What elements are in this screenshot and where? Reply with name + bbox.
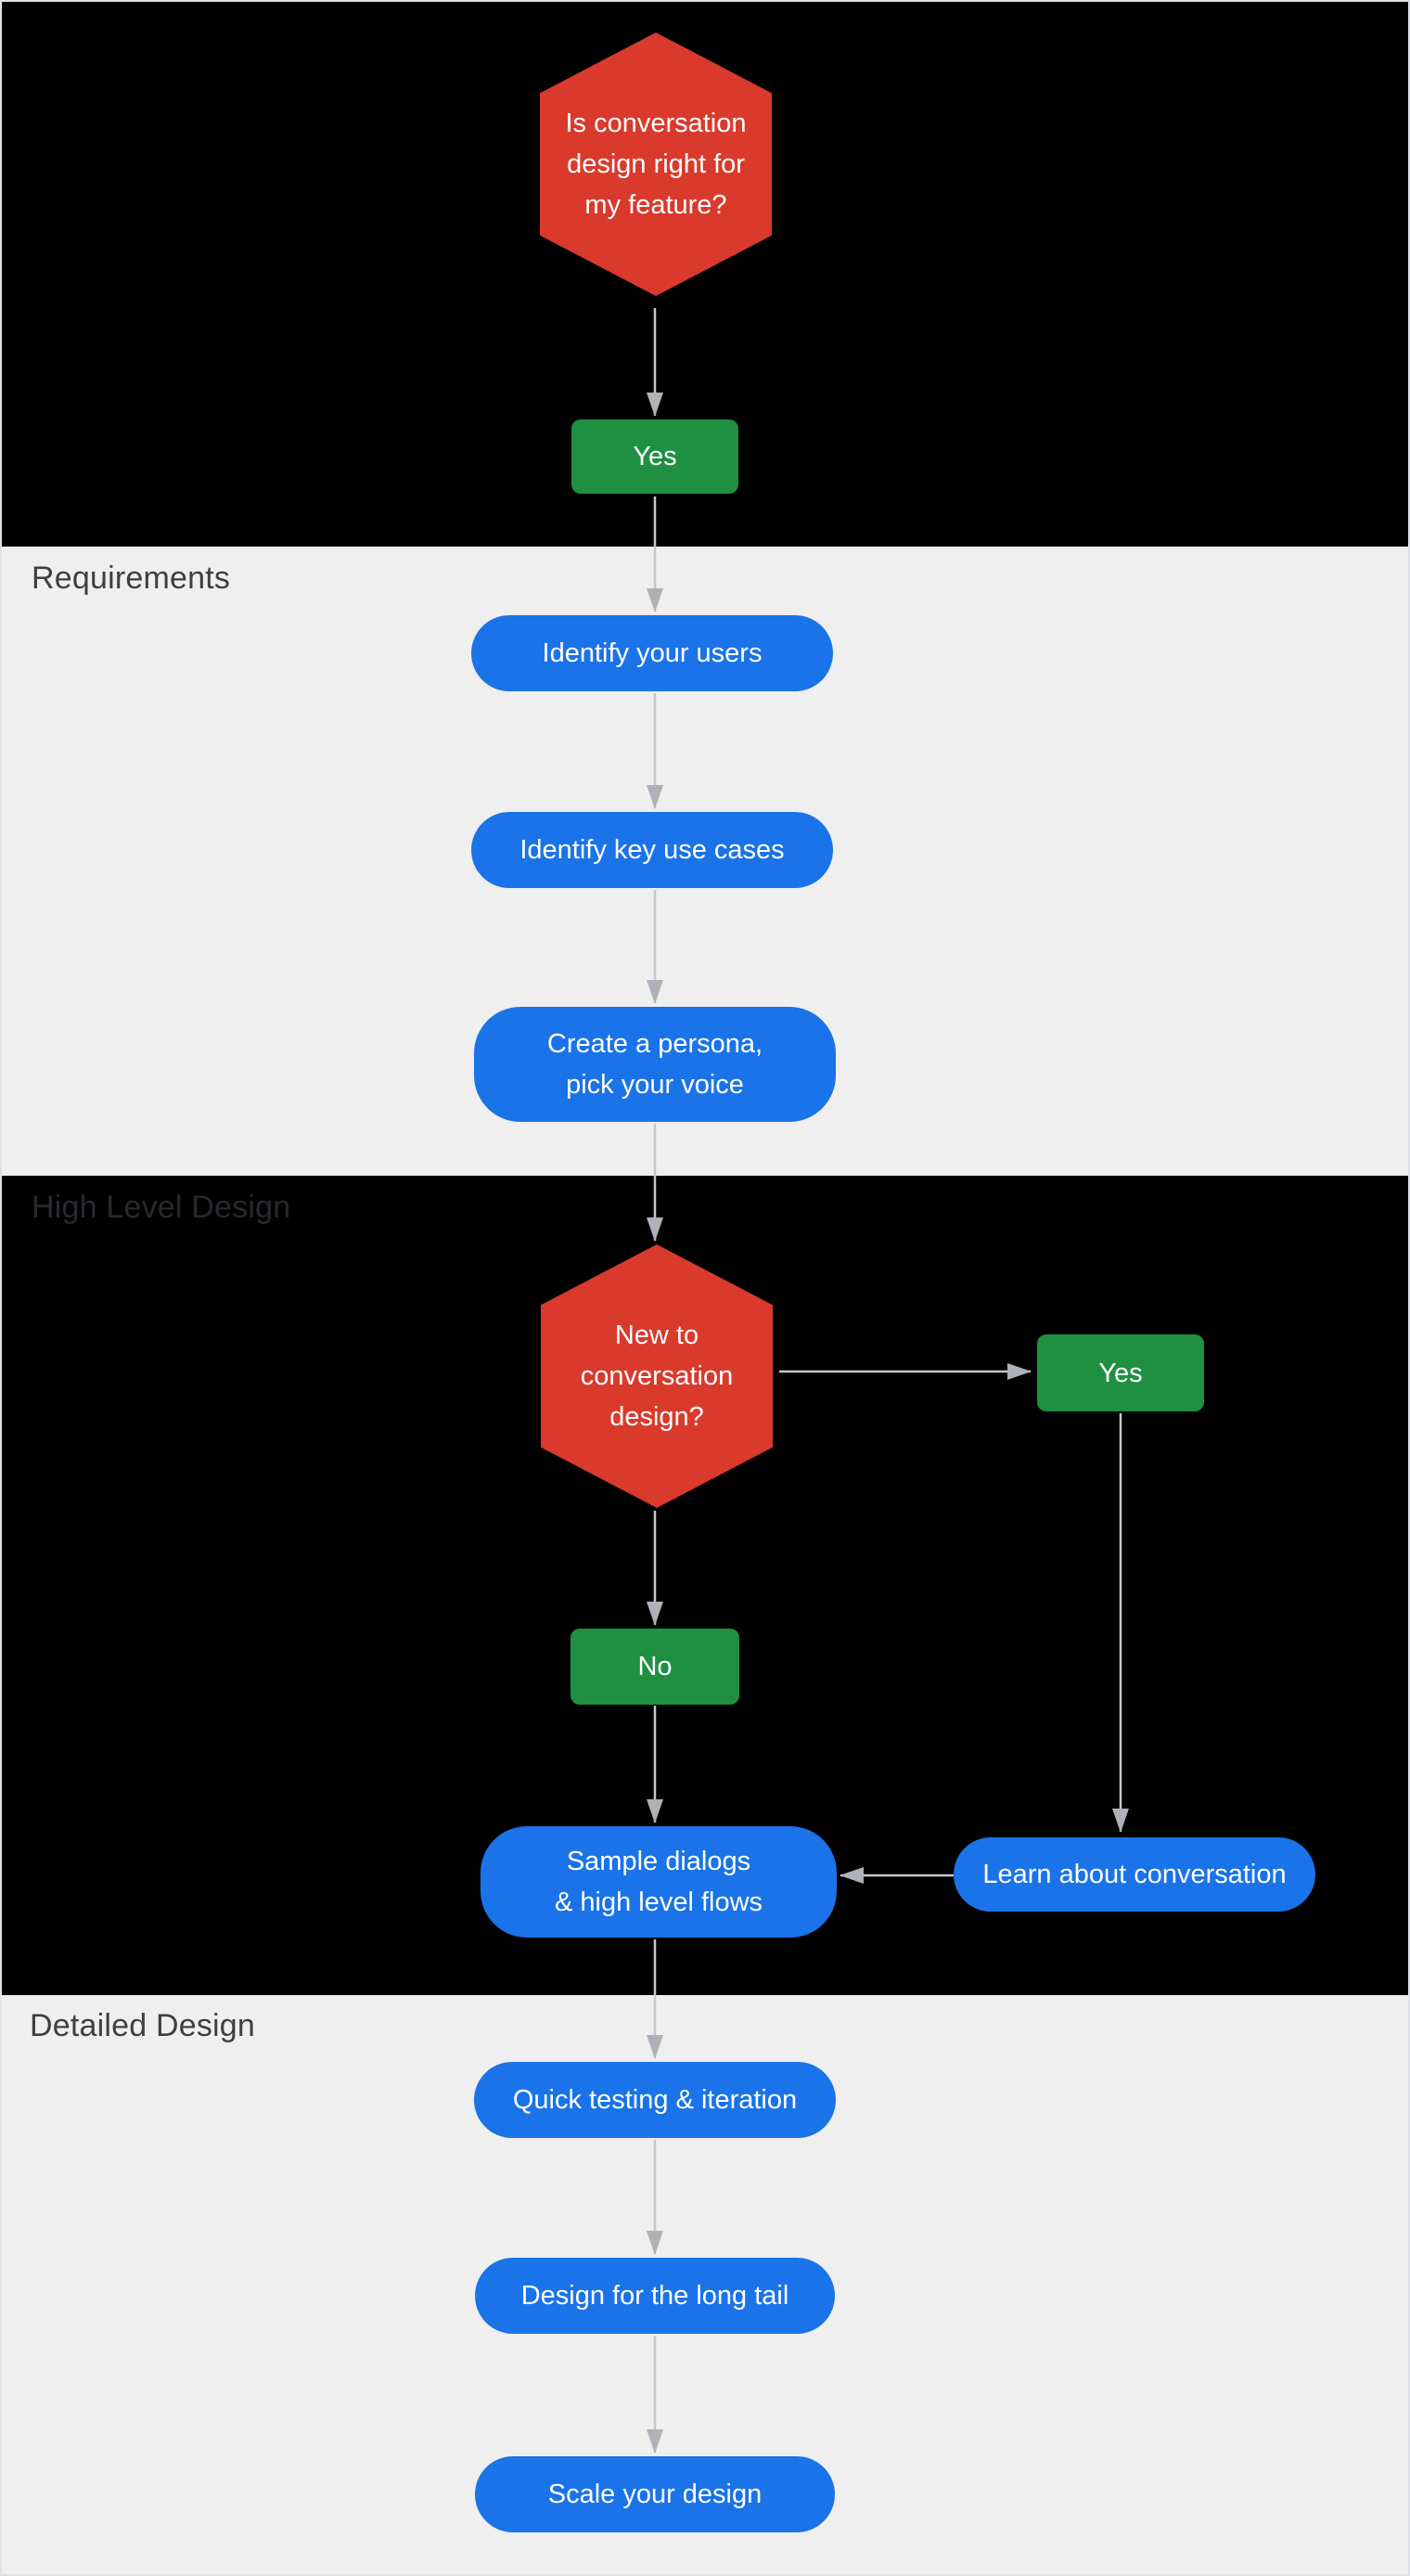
node-label: Learn about conversation [982, 1860, 1287, 1889]
node-label-line: Create a persona, [546, 1029, 763, 1059]
node-label-line: pick your voice [566, 1070, 744, 1100]
decision-new-to-conversation-design: New to conversation design? [541, 1244, 773, 1508]
node-label: Identify key use cases [519, 835, 785, 865]
section-label-detailed-design: Detailed Design [30, 2008, 256, 2043]
node-label: Scale your design [547, 2479, 763, 2509]
step-scale-your-design: Scale your design [475, 2456, 835, 2532]
node-label-line: design right for [567, 149, 745, 179]
step-learn-about-conversation: Learn about conversation [954, 1837, 1315, 1912]
section-label-requirements: Requirements [32, 560, 231, 596]
node-label: Yes [633, 442, 677, 471]
node-label-line: New to [614, 1320, 699, 1350]
node-label-line: & high level flows [554, 1887, 763, 1917]
node-label-line: Sample dialogs [566, 1847, 751, 1876]
answer-yes-new: Yes [1037, 1334, 1204, 1411]
node-label-line: Is conversation [565, 109, 747, 138]
decision-is-conversation-design-right: Is conversation design right for my feat… [540, 32, 772, 296]
node-label-line: conversation [580, 1361, 734, 1391]
node-label-line: design? [609, 1402, 704, 1432]
node-label: No [637, 1652, 673, 1681]
step-sample-dialogs-high-level-flows: Sample dialogs & high level flows [481, 1826, 837, 1938]
node-label: Quick testing & iteration [512, 2085, 798, 2115]
step-create-a-persona: Create a persona, pick your voice [474, 1007, 836, 1122]
node-label: Identify your users [542, 638, 763, 668]
node-label: Design for the long tail [520, 2281, 789, 2311]
step-design-for-the-long-tail: Design for the long tail [475, 2258, 835, 2334]
node-label: Yes [1098, 1358, 1143, 1388]
node-label-line: my feature? [584, 190, 727, 220]
answer-no-new: No [570, 1629, 739, 1705]
step-identify-your-users: Identify your users [471, 615, 833, 691]
step-identify-key-use-cases: Identify key use cases [471, 812, 833, 888]
answer-yes-start: Yes [571, 419, 738, 494]
step-quick-testing-iteration: Quick testing & iteration [474, 2062, 836, 2138]
section-label-high-level-design: High Level Design [32, 1190, 291, 1225]
